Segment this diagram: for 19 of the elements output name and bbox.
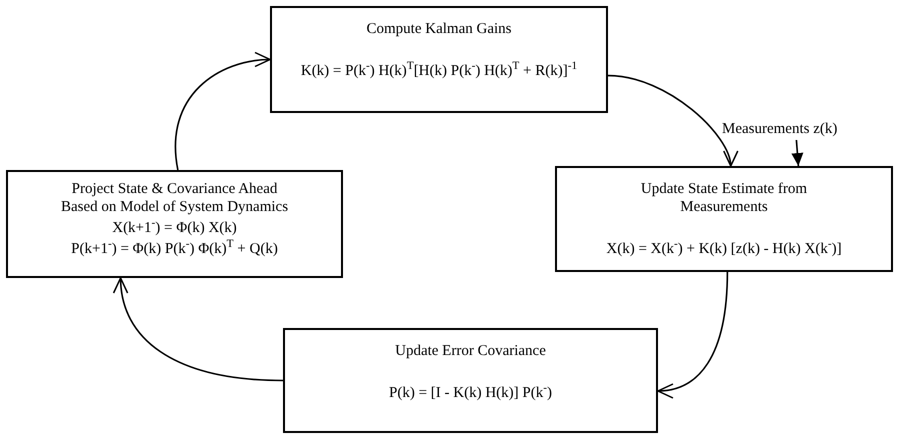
equation: P(k+1$^{-}$) = Φ(k) P(k$^{-}$) Φ(k)$^{T}$ + Q(k) — [71, 240, 278, 258]
arrow — [174, 52, 271, 170]
equation: K(k) = P(k$^{-}$) H(k)$^{T}$[H(k) P(k$^{-}$) H(k)$^{T}$ + R(k)]$^{-1}$ — [300, 62, 578, 80]
equation: X(k+1$^{-}$) = Φ(k) X(k) — [112, 219, 237, 237]
process-box — [283, 328, 658, 433]
process-box — [6, 170, 343, 278]
box-heading: Project State & Covariance Ahead Based on Model of System Dynamics — [60, 180, 290, 216]
arrow — [657, 272, 728, 398]
arrow — [608, 74, 736, 167]
process-box — [555, 166, 893, 272]
equation: P(k) = [I - K(k) H(k)] P(k$^{-}$) — [388, 384, 552, 402]
box-heading: Compute Kalman Gains — [366, 20, 512, 38]
box-heading: Update Error Covariance — [395, 342, 546, 360]
input-label: Measurements z(k) — [722, 118, 846, 140]
equation: X(k) = X(k$^{-}$) + K(k) [z(k) - H(k) X(k$^{-}$)] — [606, 240, 842, 258]
process-box — [270, 6, 608, 113]
arrow — [114, 277, 284, 382]
box-heading: Update State Estimate from Measurements — [640, 180, 808, 216]
arrow — [791, 140, 804, 166]
